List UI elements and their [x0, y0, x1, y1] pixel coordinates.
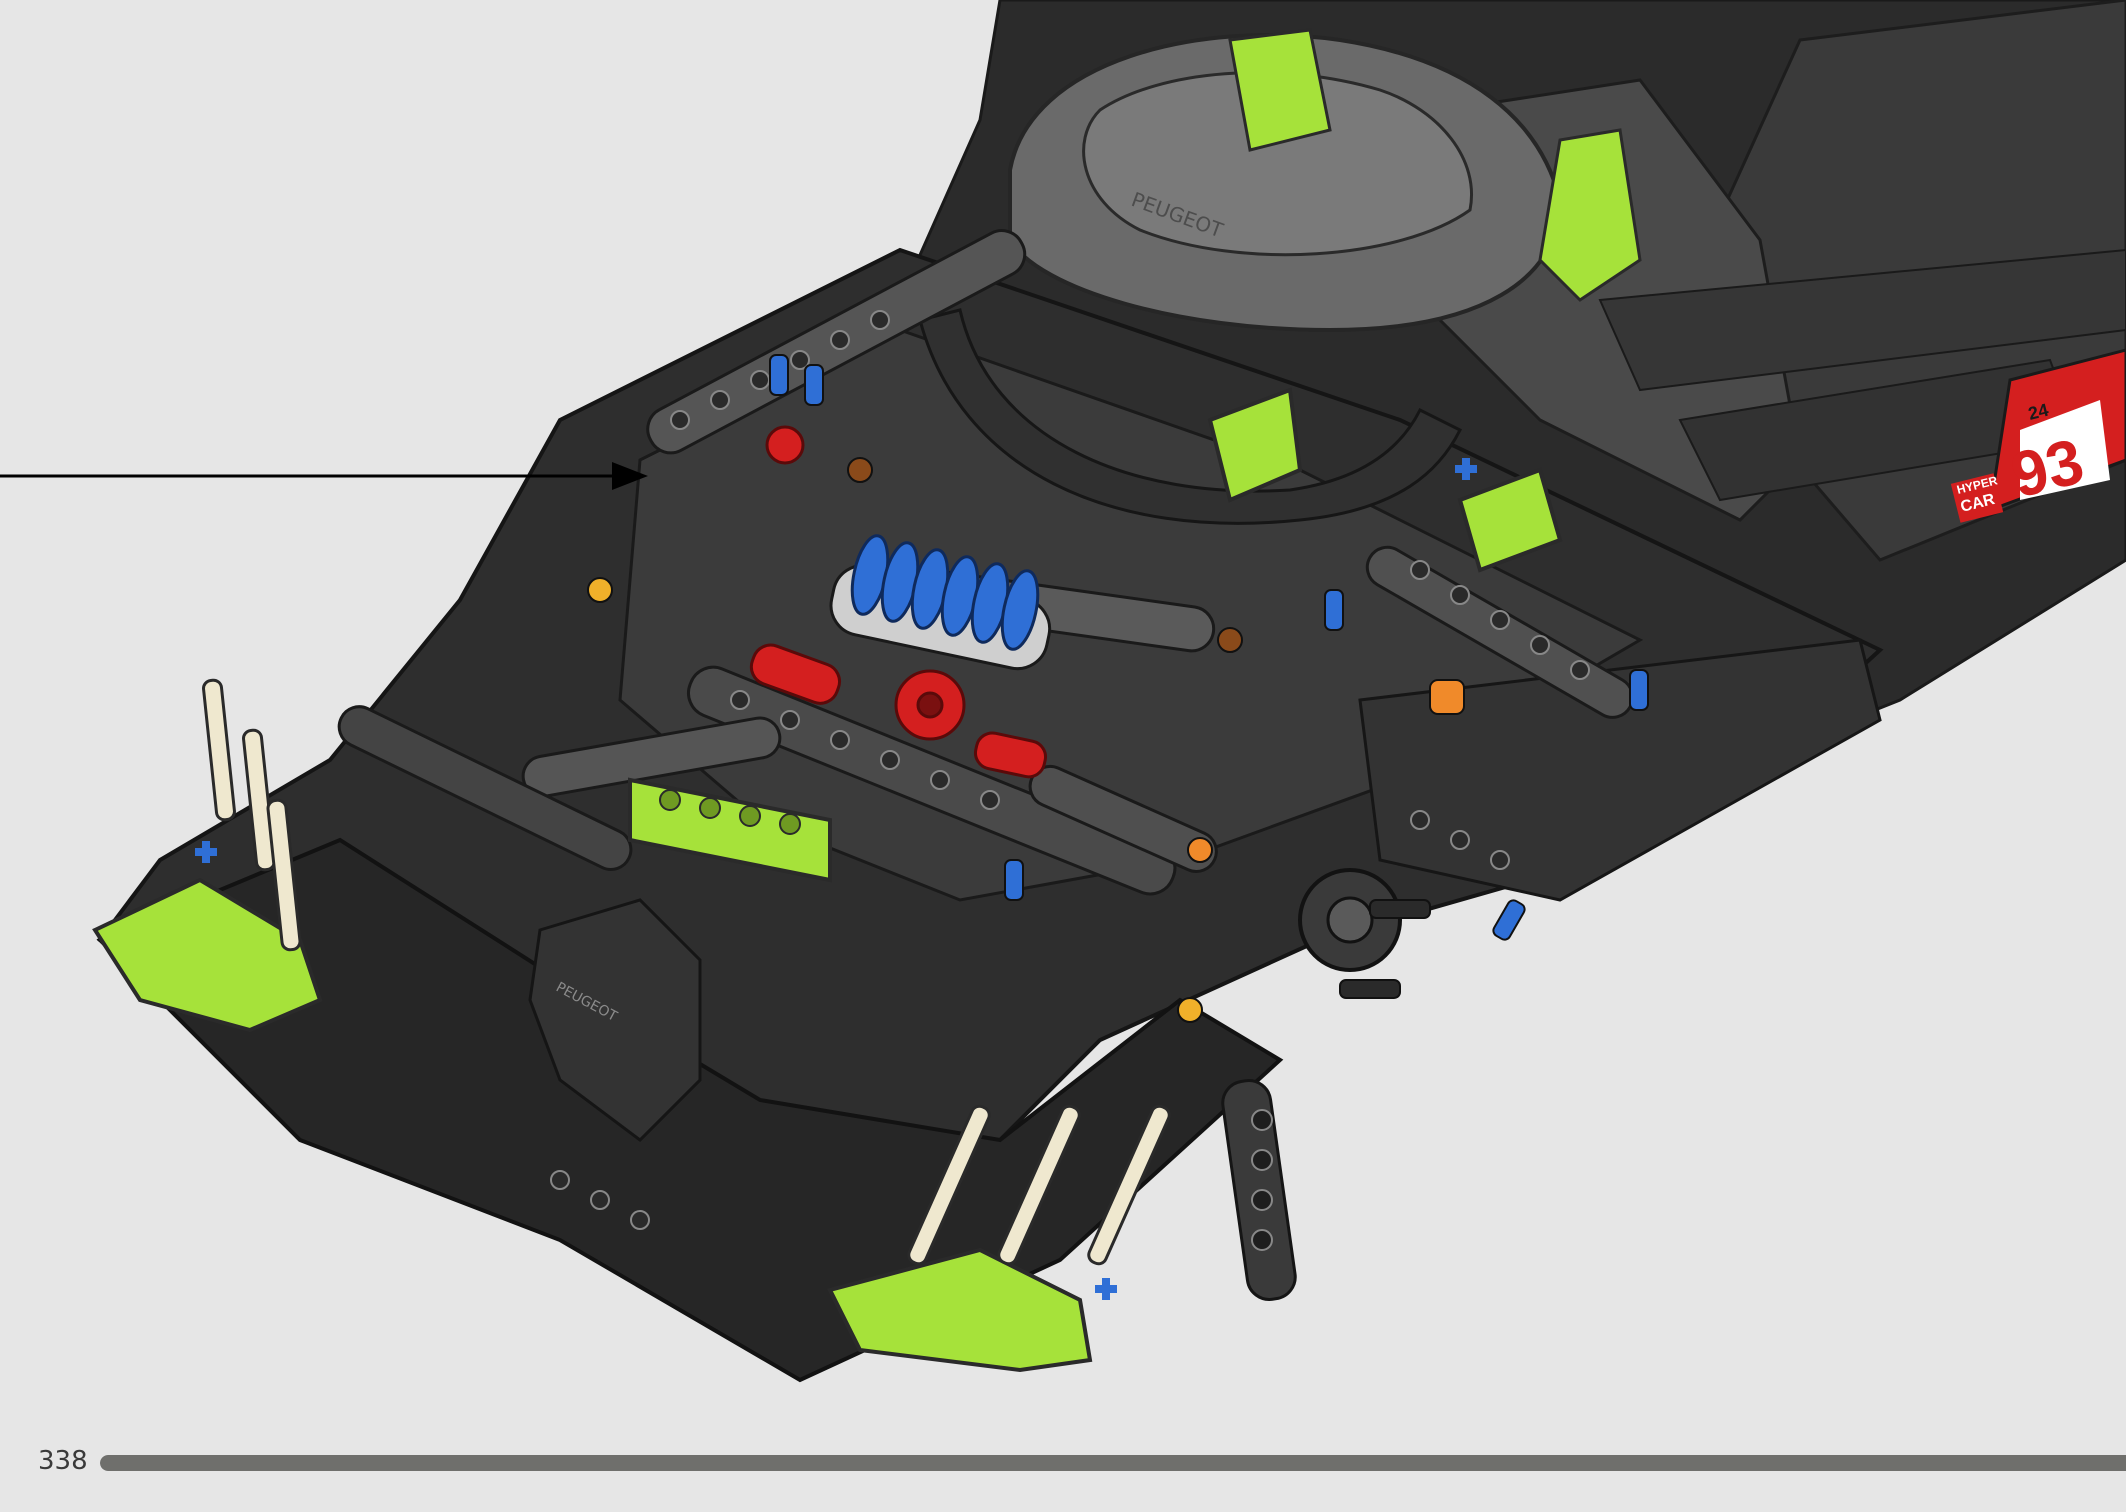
- lime-parts: [92, 387, 1563, 1373]
- red-parts: [749, 425, 1047, 779]
- progress-bar: [100, 1455, 2126, 1471]
- beam-holes: [550, 310, 1590, 1230]
- white-axles: [202, 678, 1171, 1266]
- colored-pins: [587, 354, 1649, 1023]
- race-number-livery: 93 24 HYPER CAR: [1950, 348, 2126, 523]
- vertical-beam: [1221, 1079, 1297, 1301]
- rear-body: PEUGEOT: [898, 0, 2126, 782]
- race-number: 93: [2004, 425, 2090, 512]
- progress-bar-fill: [100, 1455, 2126, 1471]
- race-badge-text: 24: [2026, 400, 2050, 424]
- blue-cross-decals: [195, 458, 1477, 1300]
- page-number: 338: [38, 1446, 88, 1476]
- suspension-spring: [829, 534, 1052, 671]
- wheel-hub: [1298, 868, 1431, 999]
- arrow-right-icon: [0, 462, 648, 490]
- front-badge: PEUGEOT: [528, 898, 702, 1142]
- lime-beam-holes: [659, 789, 801, 835]
